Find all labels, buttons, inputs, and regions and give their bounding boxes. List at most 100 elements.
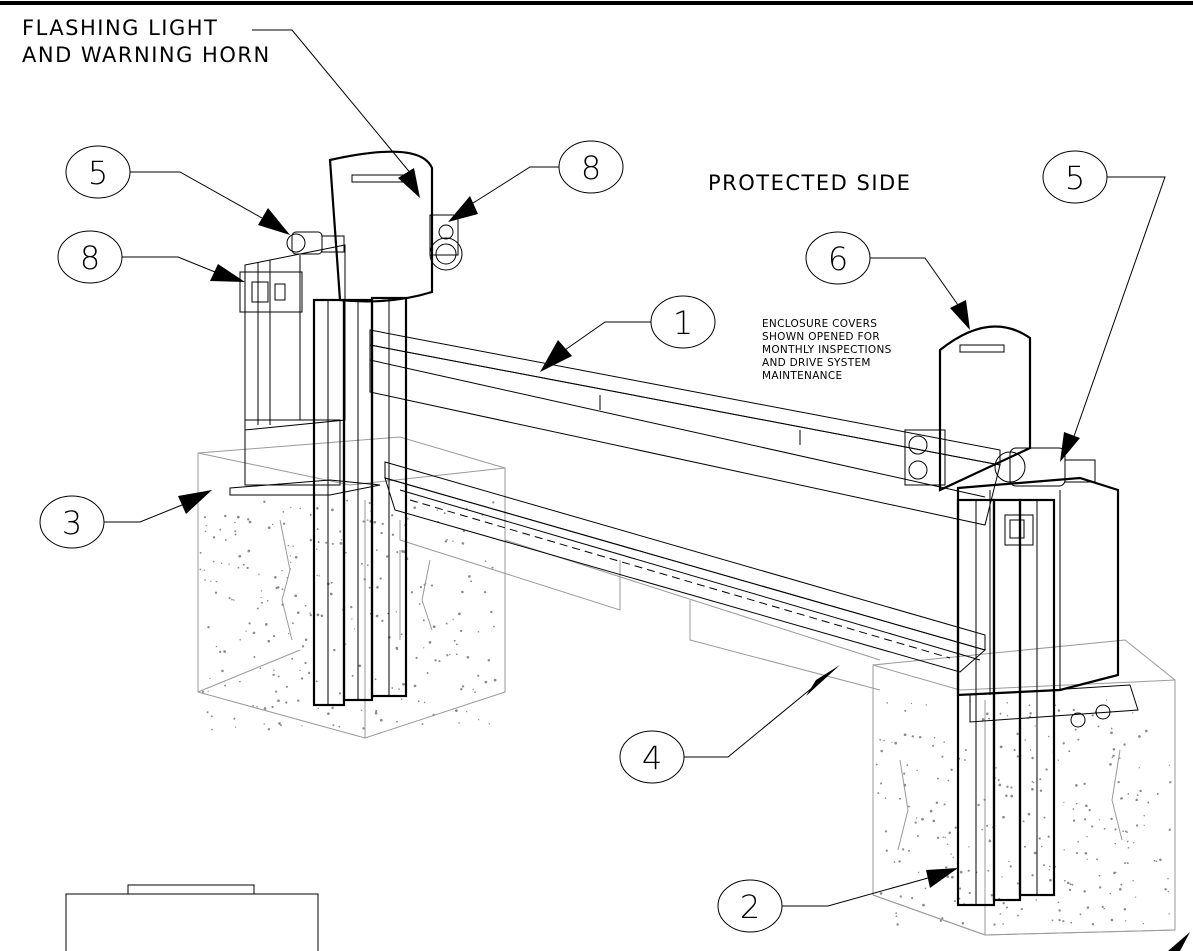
concrete-stipple-dot — [492, 501, 495, 504]
concrete-stipple-dot — [880, 782, 883, 785]
concrete-stipple-dot — [944, 836, 946, 839]
concrete-stipple-dot — [237, 566, 240, 569]
concrete-stipple-dot — [1002, 901, 1005, 905]
concrete-stipple-dot — [267, 639, 271, 643]
concrete-stipple-dot — [916, 834, 919, 837]
concrete-stipple-dot — [994, 777, 997, 779]
concrete-stipple-dot — [456, 653, 458, 656]
concrete-stipple-dot — [484, 680, 488, 684]
lower-beam — [384, 461, 987, 673]
concrete-stipple-dot — [234, 521, 236, 524]
concrete-stipple-dot — [1120, 883, 1123, 886]
concrete-stipple-dot — [1006, 715, 1009, 717]
concrete-stipple-dot — [490, 610, 493, 614]
concrete-stipple-dot — [943, 741, 945, 743]
concrete-stipple-dot — [950, 768, 953, 772]
bottom-edge-arrowhead — [1168, 932, 1190, 951]
concrete-stipple-dot — [1063, 801, 1065, 804]
concrete-stipple-dot — [340, 539, 343, 541]
concrete-stipple-dot — [376, 586, 379, 589]
concrete-stipple-dot — [317, 707, 320, 710]
concrete-stipple-dot — [443, 512, 446, 515]
concrete-stipple-dot — [351, 618, 353, 620]
concrete-stipple-dot — [309, 539, 312, 542]
concrete-stipple-dot — [455, 709, 458, 712]
concrete-stipple-dot — [1058, 909, 1061, 912]
concrete-stipple-dot — [252, 704, 255, 707]
concrete-stipple-dot — [452, 540, 454, 542]
concrete-stipple-dot — [221, 669, 224, 673]
concrete-stipple-dot — [301, 645, 305, 648]
concrete-stipple-dot — [331, 508, 334, 512]
concrete-stipple-dot — [273, 669, 275, 671]
concrete-stipple-dot — [1115, 871, 1117, 874]
concrete-stipple-dot — [904, 709, 907, 712]
concrete-stipple-dot — [922, 903, 925, 907]
concrete-stipple-dot — [1072, 708, 1075, 712]
concrete-stipple-dot — [898, 860, 901, 863]
enclosure-note-line4: AND DRIVE SYSTEM — [762, 357, 871, 369]
concrete-stipple-dot — [267, 526, 271, 530]
concrete-stipple-dot — [875, 763, 878, 766]
concrete-stipple-dot — [884, 797, 887, 799]
concrete-stipple-dot — [398, 688, 400, 690]
concrete-stipple-dot — [910, 702, 913, 705]
concrete-stipple-dot — [983, 798, 986, 801]
concrete-stipple-dot — [1010, 794, 1014, 798]
concrete-stipple-dot — [999, 712, 1002, 715]
concrete-stipple-dot — [921, 817, 924, 821]
concrete-stipple-dot — [1031, 874, 1034, 877]
concrete-stipple-dot — [233, 717, 236, 720]
concrete-stipple-dot — [1016, 755, 1019, 758]
concrete-stipple-dot — [1126, 840, 1129, 843]
concrete-stipple-dot — [266, 599, 269, 602]
concrete-stipple-dot — [1071, 883, 1074, 886]
concrete-stipple-dot — [1123, 908, 1127, 911]
concrete-stipple-dot — [1032, 781, 1035, 784]
concrete-stipple-dot — [360, 709, 363, 712]
concrete-stipple-dot — [939, 919, 942, 923]
concrete-stipple-dot — [1048, 735, 1050, 738]
concrete-stipple-dot — [1131, 712, 1134, 714]
concrete-stipple-dot — [946, 875, 950, 878]
concrete-stipple-dot — [281, 588, 284, 591]
concrete-stipple-dot — [988, 839, 991, 841]
concrete-stipple-dot — [259, 667, 262, 669]
concrete-stipple-dot — [981, 718, 985, 721]
concrete-stipple-dot — [988, 717, 990, 720]
concrete-stipple-dot — [245, 630, 247, 632]
concrete-stipple-dot — [884, 830, 888, 833]
concrete-stipple-dot — [1031, 780, 1034, 783]
concrete-stipple-dot — [893, 861, 896, 863]
concrete-stipple-dot — [895, 915, 898, 918]
concrete-stipple-dot — [1006, 785, 1009, 788]
concrete-stipple-dot — [1013, 748, 1016, 752]
concrete-stipple-dot — [1111, 756, 1114, 759]
concrete-stipple-dot — [432, 625, 436, 629]
concrete-stipple-dot — [368, 501, 371, 505]
concrete-stipple-dot — [199, 551, 202, 554]
enclosure-note-line1: ENCLOSURE COVERS — [762, 318, 877, 330]
concrete-stipple-dot — [248, 520, 252, 524]
concrete-stipple-dot — [461, 542, 465, 545]
concrete-stipple-dot — [906, 764, 909, 767]
concrete-stipple-dot — [468, 575, 471, 578]
concrete-stipple-dot — [459, 629, 463, 633]
concrete-stipple-dot — [943, 803, 946, 806]
concrete-stipple-dot — [423, 583, 426, 586]
concrete-stipple-dot — [1020, 907, 1023, 911]
concrete-stipple-dot — [207, 690, 209, 692]
concrete-stipple-dot — [1079, 913, 1082, 916]
concrete-stipple-dot — [1043, 864, 1045, 867]
concrete-stipple-dot — [883, 739, 885, 742]
concrete-stipple-dot — [209, 677, 211, 680]
concrete-stipple-dot — [1029, 712, 1032, 715]
concrete-stipple-dot — [1098, 819, 1101, 821]
callout-8-left: 8 — [57, 230, 245, 284]
concrete-stipple-dot — [287, 544, 290, 547]
concrete-stipple-dot — [261, 601, 263, 604]
concrete-stipple-dot — [466, 710, 468, 713]
concrete-stipple-dot — [1098, 886, 1102, 889]
concrete-stipple-dot — [1086, 906, 1090, 909]
concrete-stipple-dot — [199, 568, 202, 571]
